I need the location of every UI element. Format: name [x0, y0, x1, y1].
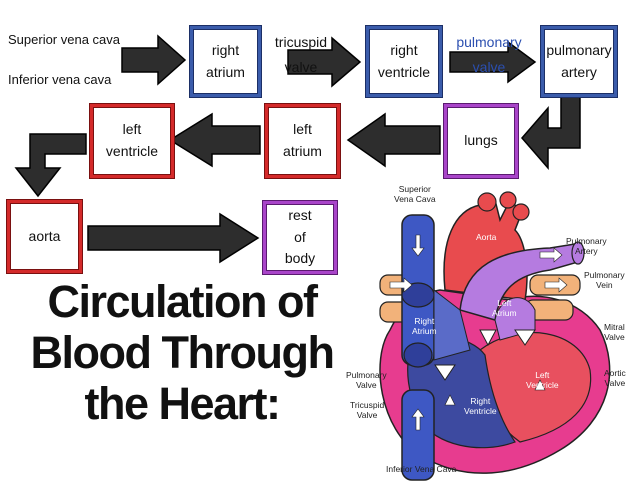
right-atrium-box: right atrium	[190, 26, 261, 97]
tricuspid-valve-shape	[434, 364, 456, 381]
heart-label-right-atrium: Right Atrium	[412, 316, 437, 336]
heart-label-pulmonary-artery: Pulmonary Artery	[566, 236, 607, 256]
arrow-to-aorta	[14, 133, 87, 198]
heart-label-right-ventricle: Right Ventricle	[464, 396, 497, 416]
heart-label-superior-vena-cava: Superior Vena Cava	[394, 184, 436, 204]
arrow-to-left-atrium	[346, 112, 441, 168]
mitral-valve-shape	[514, 329, 536, 346]
heart-diagram	[379, 191, 611, 481]
heart-label-aortic-valve: Aortic Valve	[604, 368, 626, 388]
left-atrium-box: left atrium	[265, 104, 340, 178]
heart-label-inferior-vena-cava: Inferior Vena Cava	[386, 464, 457, 474]
right-atrium-chamber	[433, 288, 471, 361]
arrow-to-right-ventricle	[287, 36, 362, 88]
heart-label-pulmonary-vein: Pulmonary Vein	[584, 270, 625, 290]
arrow-to-right-atrium	[121, 34, 187, 86]
left-atrium-chamber	[494, 297, 536, 341]
arrow-to-rest-of-body	[87, 212, 260, 264]
heart-label-pulmonary-valve: Pulmonary Valve	[346, 370, 387, 390]
heart-label-left-atrium: Left Atrium	[492, 298, 517, 318]
inferior-vena-cava-vessel	[401, 389, 435, 481]
superior-vena-cava-label: Superior vena cava	[8, 32, 121, 47]
tricuspid-valve-label: tricuspid valve	[274, 34, 328, 76]
heart-label-mitral-valve: Mitral Valve	[604, 322, 625, 342]
lungs-box: lungs	[444, 104, 518, 178]
rest-of-body-box: rest of body	[263, 201, 337, 274]
aorta-box: aorta	[7, 200, 82, 273]
left-ventricle-box: left ventricle	[90, 104, 174, 178]
inferior-vena-cava-label: Inferior vena cava	[8, 72, 112, 87]
heart-label-aorta: Aorta	[476, 232, 497, 242]
arrow-to-lungs	[521, 95, 581, 171]
arrow-to-pulmonary-artery	[449, 40, 537, 84]
arrow-to-left-ventricle	[168, 112, 261, 168]
heart-label-left-ventricle: Left Ventricle	[526, 370, 559, 390]
pulmonary-valve-label: pulmonary valve	[456, 34, 522, 76]
aortic-valve-shape	[479, 329, 497, 347]
page-title: Circulation of Blood Through the Heart:	[30, 276, 335, 429]
heart-label-tricuspid-valve: Tricuspid Valve	[350, 400, 385, 420]
pulmonary-artery-box: pulmonary artery	[541, 26, 617, 97]
right-ventricle-box: right ventricle	[366, 26, 442, 97]
